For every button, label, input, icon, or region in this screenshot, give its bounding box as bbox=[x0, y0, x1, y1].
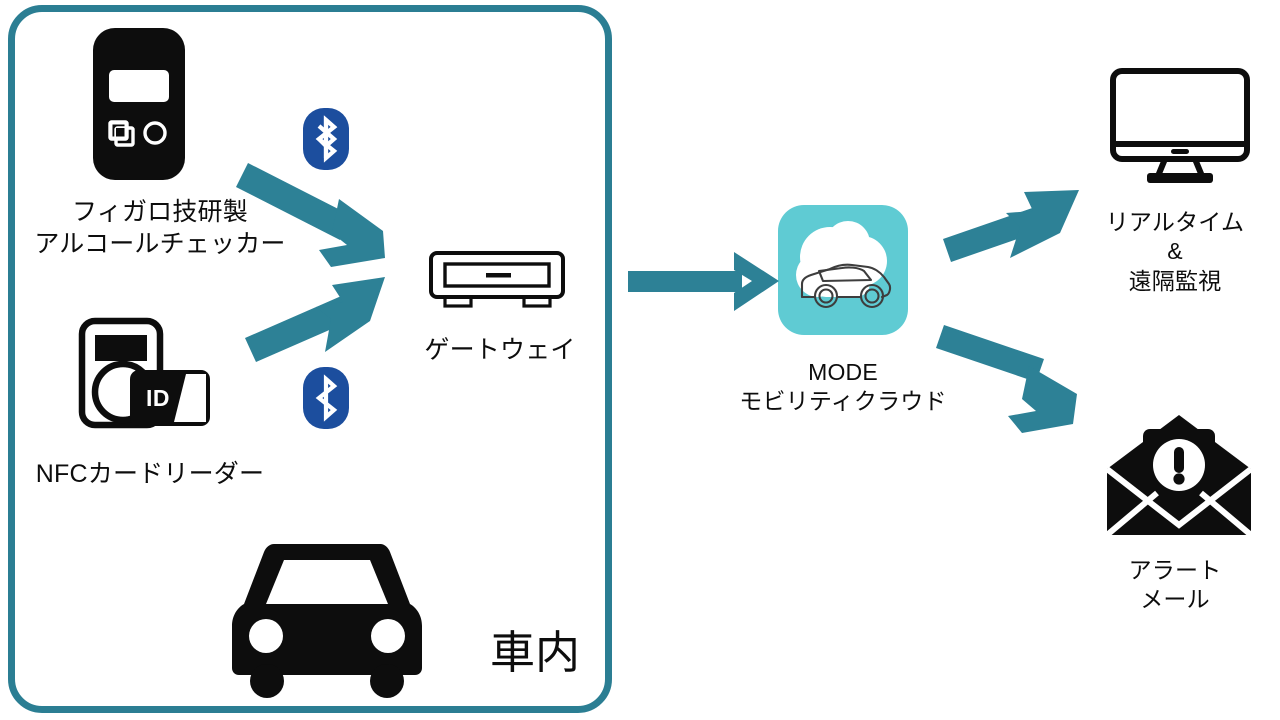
alert-envelope-icon bbox=[1105, 413, 1253, 538]
car-front-icon bbox=[228, 538, 426, 698]
vehicle-interior-label: 車内 bbox=[489, 627, 580, 678]
arrow-cloud-to-monitor bbox=[943, 190, 1079, 262]
desktop-monitor-icon bbox=[1110, 68, 1250, 186]
realtime-monitor-label: リアルタイム & 遠隔監視 bbox=[1105, 209, 1245, 294]
handheld-alcohol-checker-icon bbox=[93, 28, 185, 180]
bluetooth-icon bbox=[303, 108, 349, 170]
bluetooth-icon bbox=[303, 367, 349, 429]
gateway-label: ゲートウェイ bbox=[424, 336, 576, 364]
mode-mobility-cloud-icon bbox=[778, 205, 908, 335]
nfc-card-reader-label: NFCカードリーダー bbox=[35, 460, 265, 488]
nfc-card-id-text: ID bbox=[146, 385, 170, 411]
mode-cloud-label: MODE モビリティクラウド bbox=[739, 359, 947, 415]
nfc-card-reader-icon: ID bbox=[78, 317, 212, 430]
arrow-gateway-to-cloud bbox=[628, 252, 779, 311]
alert-mail-label: アラート メール bbox=[1128, 557, 1222, 613]
alcohol-checker-label: フィガロ技研製 アルコールチェッカー bbox=[34, 198, 286, 258]
gateway-device-icon bbox=[428, 250, 566, 308]
